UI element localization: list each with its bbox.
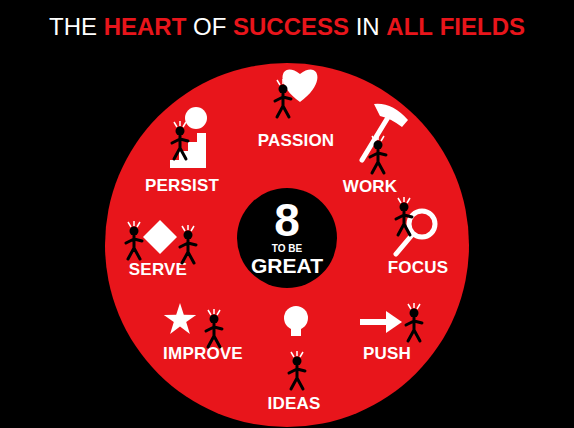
center-circle: 8TO BEGREAT bbox=[237, 188, 337, 288]
title-word: OF bbox=[193, 13, 226, 40]
stick-figure bbox=[406, 303, 422, 341]
ring-label: SERVE bbox=[129, 261, 187, 280]
stick-figure bbox=[396, 197, 412, 235]
center-label: GREAT bbox=[251, 255, 323, 277]
center-label: TO BE bbox=[272, 243, 302, 256]
stick-figure bbox=[180, 225, 196, 263]
ring-label: IMPROVE bbox=[163, 345, 243, 364]
stick-figure bbox=[289, 351, 305, 389]
heart-icon bbox=[283, 70, 318, 102]
ring-label: FOCUS bbox=[388, 259, 449, 278]
ring-label: IDEAS bbox=[268, 395, 321, 414]
stick-figure bbox=[275, 79, 291, 117]
ring-label: PERSIST bbox=[145, 177, 219, 196]
ring-circle: PASSION WORK FOCUS PUSH IDEAS IMPROVE SERVE PER… bbox=[105, 63, 469, 427]
stairs-icon bbox=[170, 133, 206, 168]
star-icon bbox=[164, 303, 196, 334]
title-word: ALL bbox=[386, 13, 433, 40]
hammer-handle bbox=[362, 114, 390, 160]
title-word: THE bbox=[49, 13, 97, 40]
magnifier-lens bbox=[409, 211, 435, 237]
bulb-icon bbox=[284, 306, 308, 330]
title-row: THE HEART OF SUCCESS IN ALL FIELDS bbox=[0, 14, 574, 40]
ring-label: WORK bbox=[343, 178, 398, 197]
hammer-head bbox=[374, 104, 408, 127]
diagram-title: THE HEART OF SUCCESS IN ALL FIELDS bbox=[49, 14, 525, 40]
title-word: IN bbox=[356, 13, 380, 40]
diamond-icon bbox=[143, 220, 177, 254]
stick-figure bbox=[206, 309, 222, 347]
circle-fill bbox=[105, 63, 469, 427]
push-arrow-head bbox=[386, 311, 402, 333]
title-word: FIELDS bbox=[440, 13, 525, 40]
stick-figure bbox=[370, 135, 386, 173]
ball-icon bbox=[185, 107, 207, 129]
magnifier-handle bbox=[396, 235, 412, 254]
ring-label: PUSH bbox=[363, 345, 411, 364]
circle-fill bbox=[237, 188, 337, 288]
title-word: HEART bbox=[104, 13, 187, 40]
stick-figure bbox=[126, 221, 142, 259]
title-word: SUCCESS bbox=[233, 13, 349, 40]
ring-label: PASSION bbox=[258, 132, 335, 151]
bulb-base bbox=[291, 329, 301, 336]
center-label: 8 bbox=[274, 199, 300, 243]
stick-figure bbox=[172, 121, 188, 159]
push-arrow-shaft bbox=[360, 319, 388, 325]
